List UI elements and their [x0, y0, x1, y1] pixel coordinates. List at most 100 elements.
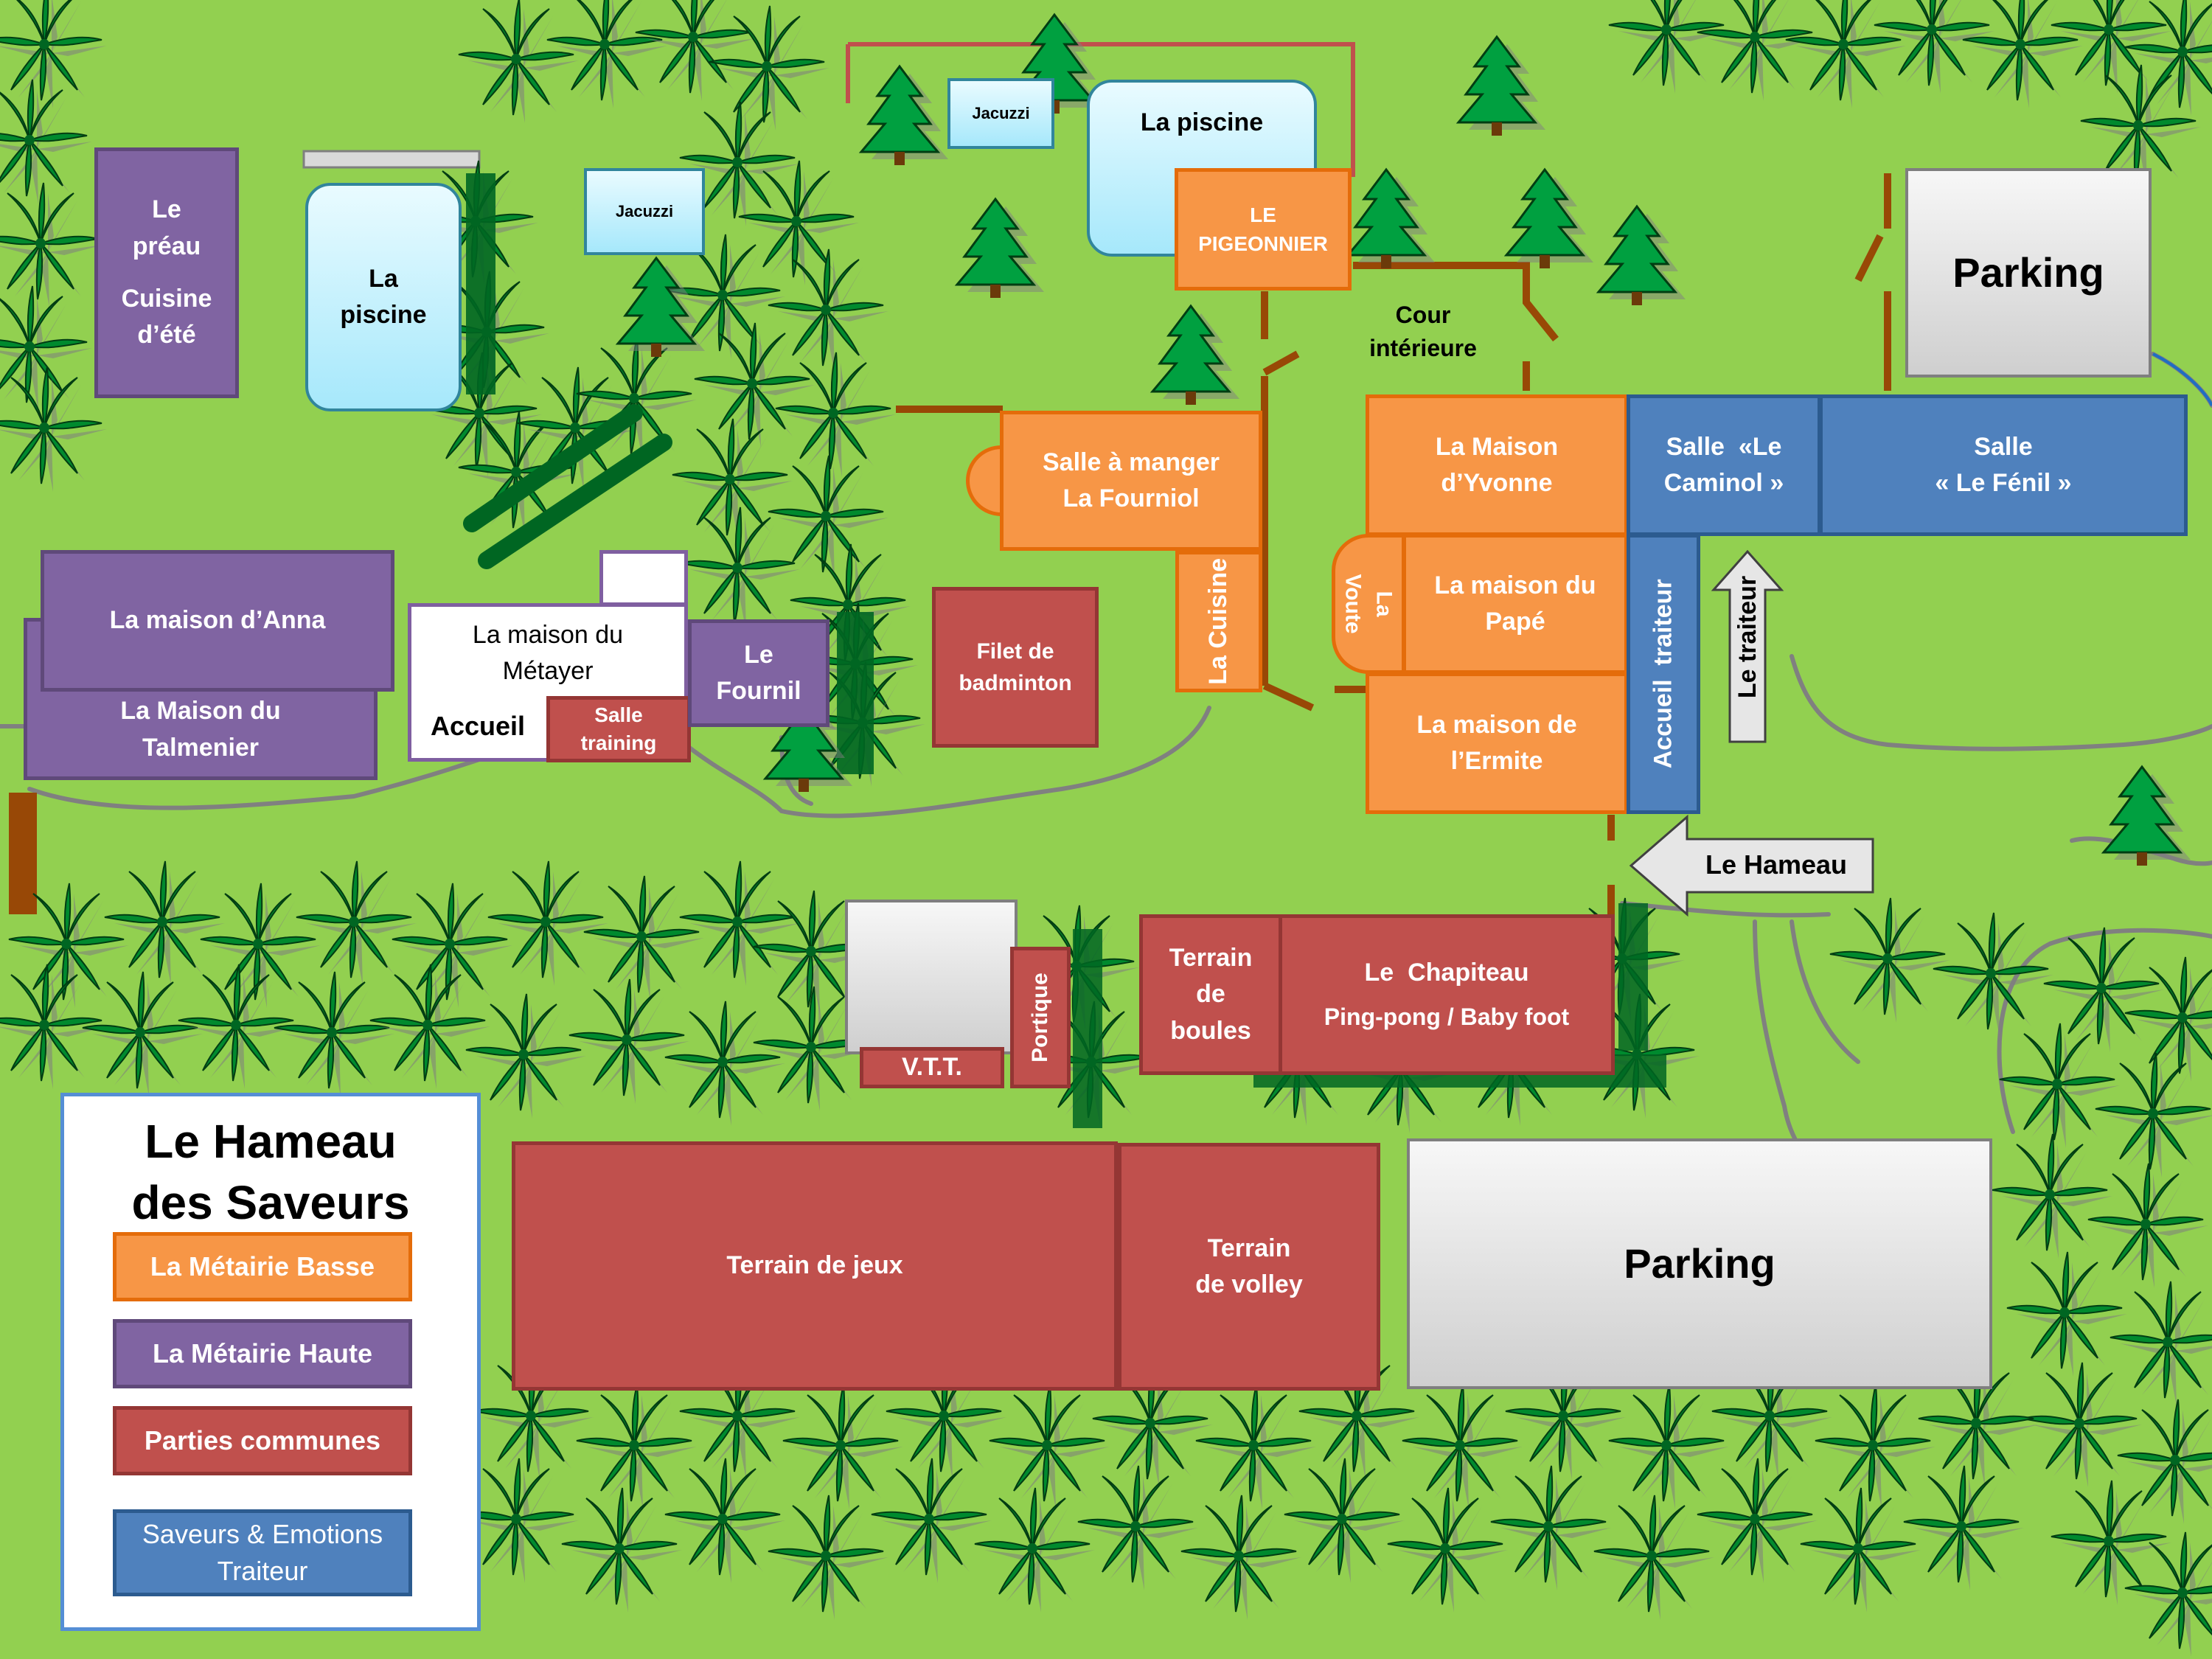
- voute-label: La Voute: [1338, 574, 1399, 633]
- building-vtt[interactable]: V.T.T.: [860, 1047, 1004, 1088]
- building-terrain-de-jeux[interactable]: Terrain de jeux: [512, 1141, 1118, 1391]
- building-salle-le-caminol[interactable]: Salle «Le Caminol »: [1627, 394, 1821, 536]
- legend-title: Le Hameau des Saveurs: [64, 1111, 477, 1234]
- training-line-1: Salle: [594, 703, 643, 727]
- metayer-annex: [599, 550, 688, 606]
- parking-top-right[interactable]: Parking: [1905, 168, 2152, 378]
- fenil-line-2: « Le Fénil »: [1935, 469, 2072, 497]
- building-la-maison-d-anna[interactable]: La maison d’Anna: [41, 550, 394, 692]
- legend-traiteur-line-2: Traiteur: [217, 1556, 308, 1586]
- jacuzzi-top[interactable]: Jacuzzi: [947, 78, 1054, 149]
- jacuzzi-left-label: Jacuzzi: [615, 202, 674, 221]
- le-hameau-arrow: [1629, 814, 1874, 917]
- legend-parties-communes: Parties communes: [113, 1406, 412, 1475]
- building-la-maison-du-pape[interactable]: La maison du Papé: [1402, 534, 1628, 674]
- piscine-top-label: La piscine: [1140, 108, 1264, 136]
- building-la-maison-d-yvonne[interactable]: La Maison d’Yvonne: [1366, 394, 1628, 536]
- yvonne-line-1: La Maison: [1435, 432, 1559, 461]
- pape-line-1: La maison du: [1434, 571, 1596, 599]
- building-le-preau[interactable]: Le préau Cuisine d’été: [94, 147, 239, 398]
- title-line-2: des Saveurs: [131, 1176, 410, 1230]
- legend-metairie-basse: La Métairie Basse: [113, 1232, 412, 1301]
- le-hameau-arrow-label: Le Hameau: [1705, 849, 1848, 880]
- building-salle-training[interactable]: Salle training: [546, 696, 691, 762]
- legend-saveurs-emotions-traiteur: Saveurs & Emotions Traiteur: [113, 1509, 412, 1596]
- building-salle-le-fenil[interactable]: Salle « Le Fénil »: [1819, 394, 2188, 536]
- voute-line-2: Voute: [1340, 574, 1366, 634]
- building-la-maison-de-l-ermite[interactable]: La maison de l’Ermite: [1366, 672, 1628, 814]
- preau-line-1: Le: [152, 195, 181, 224]
- legend-parties-communes-label: Parties communes: [144, 1425, 381, 1455]
- volley-line-1: Terrain: [1207, 1234, 1291, 1262]
- metayer-line-2: Métayer: [502, 657, 594, 686]
- legend-traiteur-line-1: Saveurs & Emotions: [142, 1518, 383, 1549]
- building-portique[interactable]: Portique: [1010, 947, 1071, 1088]
- preau-line-2: préau: [132, 232, 201, 260]
- legend-panel: Le Hameau des Saveurs La Métairie Basse …: [60, 1093, 481, 1631]
- building-la-cuisine[interactable]: La Cuisine: [1175, 551, 1262, 692]
- vtt-label: V.T.T.: [902, 1053, 962, 1082]
- salle-manger-line-2: La Fourniol: [1062, 484, 1200, 512]
- building-salle-a-manger-la-fourniol[interactable]: Salle à manger La Fourniol: [1000, 411, 1262, 551]
- parking-top-label: Parking: [1952, 249, 2104, 296]
- building-accueil-traiteur[interactable]: Accueil traiteur: [1627, 534, 1700, 814]
- preau-line-4: Cuisine: [121, 285, 212, 313]
- chapiteau-line-2: Ping-pong / Baby foot: [1324, 1004, 1570, 1031]
- piscine-left-line-1: La: [369, 264, 398, 293]
- title-line-1: Le Hameau: [145, 1115, 397, 1168]
- piscine-left-line-2: piscine: [340, 301, 427, 329]
- training-line-2: training: [580, 731, 657, 754]
- cour-line-2: intérieure: [1369, 334, 1477, 361]
- preau-line-5: d’été: [137, 321, 196, 349]
- building-terrain-de-volley[interactable]: Terrain de volley: [1118, 1143, 1380, 1391]
- building-filet-de-badminton[interactable]: Filet de badminton: [932, 587, 1099, 748]
- pigeonnier-line-1: LE: [1250, 203, 1276, 226]
- voute-line-1: La: [1371, 591, 1397, 617]
- cour-line-1: Cour: [1395, 302, 1451, 328]
- terrain-jeux-label: Terrain de jeux: [726, 1251, 903, 1280]
- badminton-line-1: Filet de: [976, 639, 1054, 664]
- chapiteau-line-1: Le Chapiteau: [1364, 959, 1529, 987]
- anna-label: La maison d’Anna: [109, 606, 326, 635]
- badminton-line-2: badminton: [959, 671, 1072, 695]
- accueil-label: Accueil: [430, 711, 526, 741]
- volley-line-2: de volley: [1195, 1270, 1303, 1298]
- fournil-line-1: Le: [744, 640, 773, 669]
- boules-line-3: boules: [1170, 1016, 1251, 1045]
- fournil-line-2: Fournil: [716, 677, 801, 705]
- salle-manger-line-1: Salle à manger: [1042, 448, 1220, 476]
- la-piscine-left[interactable]: La piscine: [305, 183, 462, 411]
- building-la-voute[interactable]: La Voute: [1332, 534, 1405, 674]
- jacuzzi-left[interactable]: Jacuzzi: [584, 168, 705, 255]
- vtt-area[interactable]: [845, 900, 1018, 1054]
- cour-interieure-label: Cour intérieure: [1342, 299, 1504, 365]
- parking-bottom-label: Parking: [1624, 1240, 1775, 1287]
- accueil-traiteur-label: Accueil traiteur: [1649, 579, 1677, 769]
- le-traiteur-arrow-label: Le traiteur: [1733, 575, 1761, 699]
- le-traiteur-arrow: [1711, 549, 1784, 743]
- building-terrain-de-boules[interactable]: Terrain de boules: [1139, 914, 1282, 1075]
- building-le-chapiteau[interactable]: Le Chapiteau Ping-pong / Baby foot: [1279, 914, 1615, 1075]
- portique-label: Portique: [1028, 973, 1053, 1062]
- boules-line-1: Terrain: [1169, 944, 1253, 973]
- yvonne-line-2: d’Yvonne: [1441, 469, 1553, 497]
- legend-metairie-haute-label: La Métairie Haute: [152, 1338, 373, 1368]
- ermite-line-1: La maison de: [1416, 710, 1577, 739]
- fenil-line-1: Salle: [1974, 432, 2033, 461]
- building-le-pigeonnier[interactable]: LE PIGEONNIER: [1175, 168, 1352, 291]
- pigeonnier-line-2: PIGEONNIER: [1198, 232, 1328, 255]
- jacuzzi-top-label: Jacuzzi: [972, 104, 1030, 123]
- legend-metairie-haute: La Métairie Haute: [113, 1319, 412, 1388]
- building-le-fournil[interactable]: Le Fournil: [688, 619, 830, 727]
- talmenier-line-2: Talmenier: [142, 733, 260, 762]
- pape-line-2: Papé: [1485, 608, 1545, 636]
- boules-line-2: de: [1196, 980, 1225, 1009]
- caminol-line-1: Salle «Le: [1666, 432, 1782, 461]
- metayer-line-1: La maison du: [472, 621, 624, 649]
- ermite-line-2: l’Ermite: [1450, 747, 1543, 775]
- talmenier-line-1: La Maison du: [120, 697, 281, 726]
- parking-bottom[interactable]: Parking: [1407, 1138, 1992, 1389]
- caminol-line-2: Caminol »: [1663, 469, 1784, 497]
- cuisine-label: La Cuisine: [1204, 558, 1233, 685]
